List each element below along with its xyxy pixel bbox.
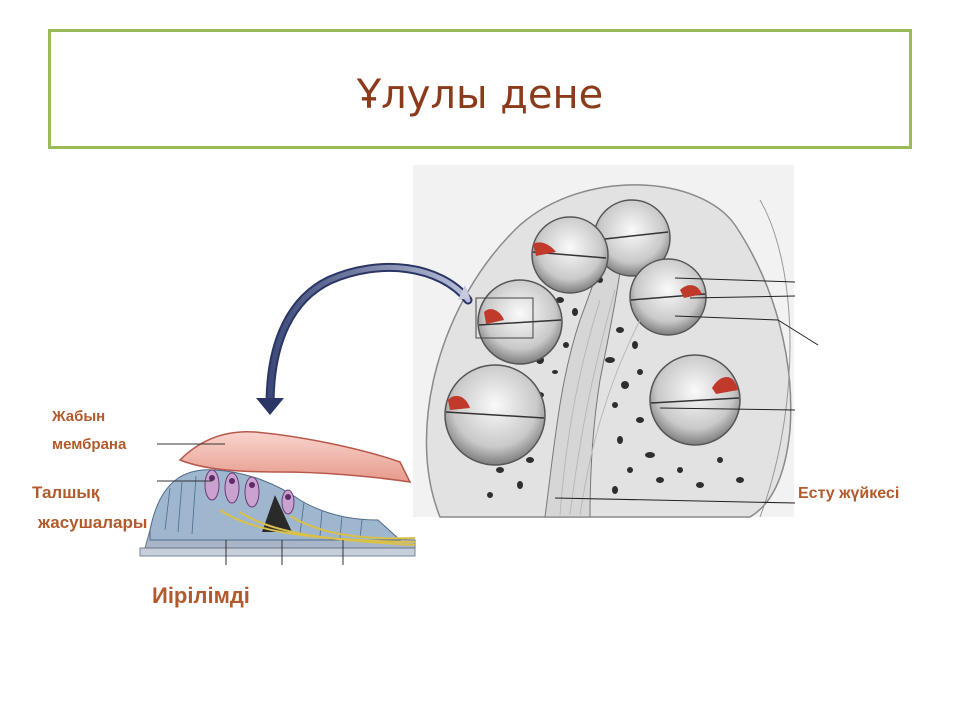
- label-auditory-nerve: Есту жүйкесі: [798, 483, 899, 505]
- label-tectorial-line1: Жабын: [52, 406, 105, 428]
- cochlear-turn-upper-left: [532, 217, 608, 293]
- cochlear-turn-lower-right: [650, 355, 740, 445]
- label-hair-line1: Талшық: [32, 482, 99, 504]
- cochlea-cross-section: [413, 165, 818, 517]
- cochlear-turn-base-left: [445, 365, 545, 465]
- label-hair-line2: жасушалары: [38, 512, 147, 534]
- label-tectorial-line2: мембрана: [52, 434, 126, 456]
- cochlear-turn-upper-right: [630, 259, 706, 335]
- organ-of-corti: [140, 432, 415, 565]
- label-organ-corti: Иірілімді: [152, 583, 250, 609]
